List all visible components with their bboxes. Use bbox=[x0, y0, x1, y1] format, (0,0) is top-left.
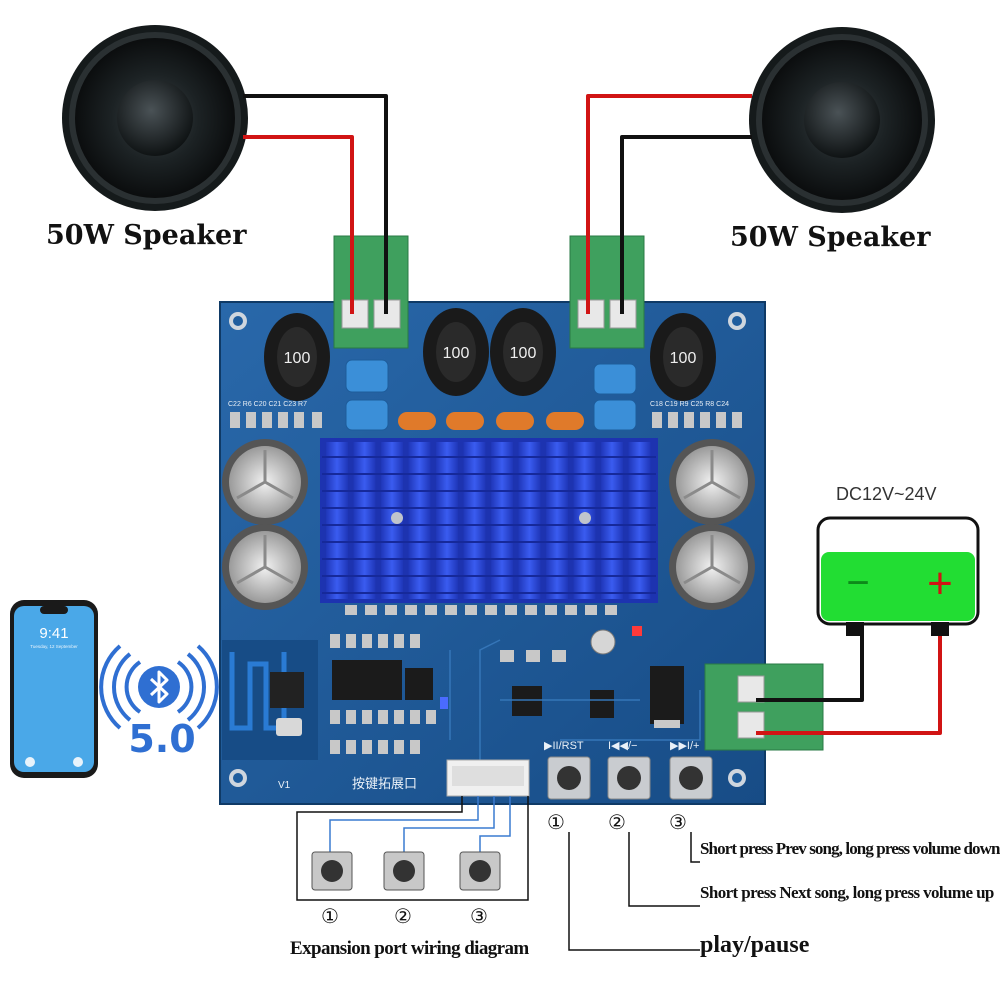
external-button-2-icon[interactable] bbox=[383, 851, 425, 891]
btn-next-label: ▶▶I/+ bbox=[670, 740, 699, 752]
heatsink-groove bbox=[322, 507, 656, 509]
external-button-2-number: ② bbox=[394, 906, 412, 928]
power-input-terminal bbox=[704, 663, 824, 751]
inductor-value: 100 bbox=[670, 350, 697, 367]
left-speaker-terminal bbox=[333, 235, 409, 349]
wire-left-red bbox=[243, 135, 354, 314]
board-button-2-number: ② bbox=[608, 812, 626, 834]
phone-date: Tuesday, 12 September bbox=[30, 644, 78, 649]
smd-labels-left: C22 R6 C20 C21 C23 R7 bbox=[228, 401, 307, 408]
expansion-port-label: 按键拓展口 bbox=[352, 776, 417, 791]
bluetooth-icon bbox=[99, 644, 219, 730]
left-speaker-icon bbox=[62, 25, 248, 211]
wire-power-black bbox=[756, 628, 864, 702]
smartphone-icon bbox=[10, 600, 98, 778]
inductor-value: 100 bbox=[284, 350, 311, 367]
expansion-caption: Expansion port wiring diagram bbox=[290, 938, 529, 959]
heatsink-groove bbox=[322, 456, 656, 458]
inductor-value: 100 bbox=[443, 345, 470, 362]
version-mark: V1 bbox=[278, 780, 291, 791]
wire-right-red bbox=[586, 94, 752, 314]
button-1-description: play/pause bbox=[700, 932, 810, 958]
battery-icon bbox=[816, 516, 980, 636]
heatsink-groove bbox=[322, 524, 656, 526]
external-button-1-number: ① bbox=[321, 906, 339, 928]
heatsink-groove bbox=[322, 575, 656, 577]
right-speaker-terminal bbox=[569, 235, 645, 349]
heatsink-groove bbox=[322, 490, 656, 492]
electrolytic-capacitor bbox=[222, 439, 308, 525]
external-button-1-icon[interactable] bbox=[311, 851, 353, 891]
smd-labels-right: C18 C19 R9 C25 R8 C24 bbox=[650, 401, 729, 408]
inductor bbox=[423, 308, 489, 396]
wire-power-red bbox=[756, 628, 942, 735]
inductor bbox=[264, 313, 330, 401]
heatsink-groove bbox=[322, 592, 656, 594]
board-button-1-number: ① bbox=[547, 812, 565, 834]
inductor bbox=[650, 313, 716, 401]
inductor bbox=[490, 308, 556, 396]
amplifier-board: 100 100 100 100 C22 R6 C20 C21 C23 R7 C1… bbox=[219, 301, 766, 805]
wire-left-black bbox=[243, 94, 388, 314]
heatsink-groove bbox=[322, 473, 656, 475]
phone-time: 9:41 bbox=[39, 625, 68, 642]
btn-play-label: ▶II/RST bbox=[544, 740, 584, 752]
board-button-2[interactable] bbox=[607, 756, 651, 800]
board-button-3-number: ③ bbox=[669, 812, 687, 834]
external-button-3-icon[interactable] bbox=[459, 851, 501, 891]
inductor-value: 100 bbox=[510, 345, 537, 362]
wire-right-black bbox=[620, 135, 752, 314]
button-2-description: Short press Next song, long press volume… bbox=[700, 883, 994, 902]
board-button-3[interactable] bbox=[669, 756, 713, 800]
electrolytic-capacitor bbox=[222, 524, 308, 610]
voltage-label: DC12V~24V bbox=[836, 484, 937, 504]
external-button-3-number: ③ bbox=[470, 906, 488, 928]
left-speaker-label: 50W Speaker bbox=[46, 220, 247, 251]
battery-minus: − bbox=[846, 561, 869, 605]
battery-plus: + bbox=[927, 559, 953, 608]
heatsink bbox=[320, 438, 658, 603]
right-speaker-icon bbox=[749, 27, 935, 213]
electrolytic-capacitor bbox=[669, 524, 755, 610]
button-3-description: Short press Prev song, long press volume… bbox=[700, 839, 1000, 858]
electrolytic-capacitor bbox=[669, 439, 755, 525]
heatsink-groove bbox=[322, 558, 656, 560]
btn-prev-label: I◀◀/− bbox=[608, 740, 637, 752]
bluetooth-version: 5.0 bbox=[128, 717, 195, 761]
heatsink-groove bbox=[322, 541, 656, 543]
board-button-1[interactable] bbox=[547, 756, 591, 800]
right-speaker-label: 50W Speaker bbox=[730, 222, 931, 253]
